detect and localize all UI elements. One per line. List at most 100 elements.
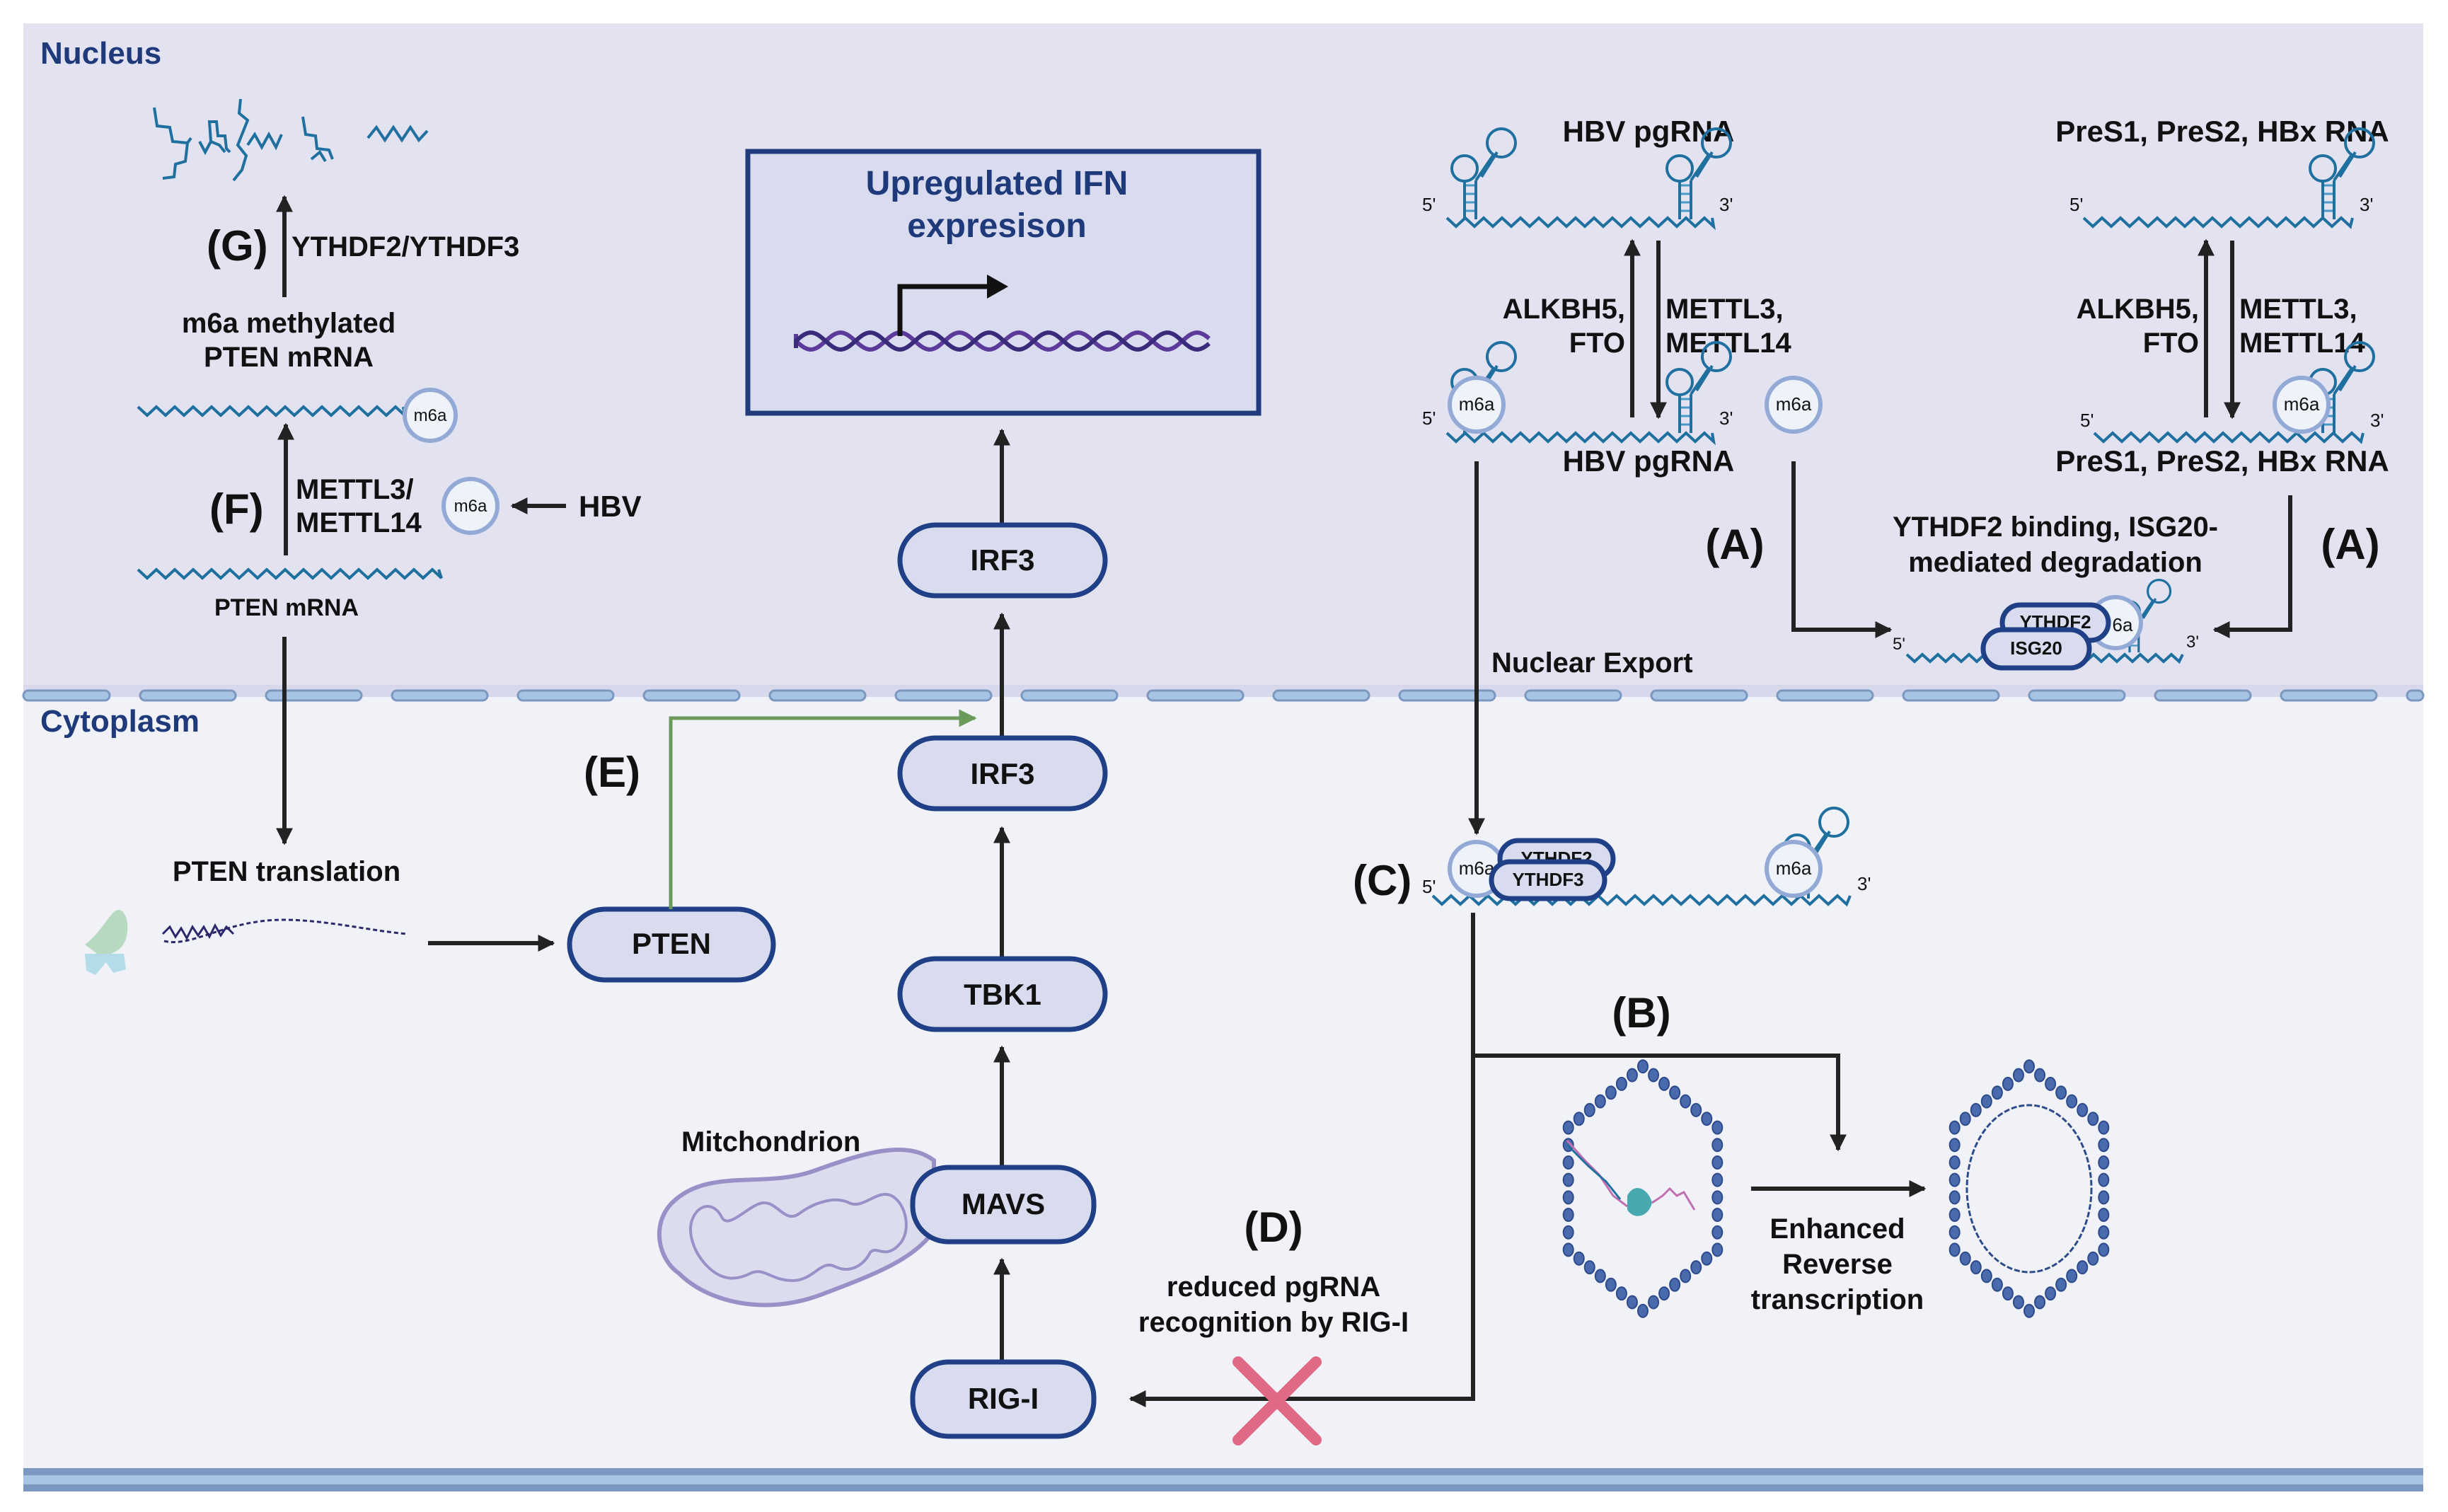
- svg-text:YTHDF3: YTHDF3: [1512, 869, 1583, 890]
- label-f: (F): [209, 485, 264, 533]
- membrane-segment: [768, 689, 867, 702]
- svg-text:m6a: m6a: [1776, 393, 1812, 415]
- ifn-title-line2: expresison: [907, 207, 1086, 245]
- mitochondrion-icon: [657, 1147, 936, 1308]
- pres-rna-bottom-title: PreS1, PreS2, HBx RNA: [2055, 444, 2389, 478]
- svg-text:m6a: m6a: [414, 406, 447, 425]
- eraser-label-1: ALKBH5,: [1503, 294, 1625, 325]
- svg-text:IRF3: IRF3: [970, 543, 1034, 577]
- pres-rna-top-title: PreS1, PreS2, HBx RNA: [2055, 115, 2389, 148]
- degradation-line2: mediated degradation: [1908, 547, 2202, 578]
- hbv-label: HBV: [579, 490, 642, 523]
- arrow-a-pres-to-degradation: [2212, 495, 2292, 638]
- membrane-segment: [516, 689, 615, 702]
- nucleus-label: Nucleus: [40, 36, 161, 71]
- m6a-marker: m6a: [403, 388, 458, 443]
- pten-node[interactable]: PTEN: [567, 906, 776, 983]
- mitochondrion-label: Mitchondrion: [681, 1126, 860, 1158]
- rt-line2: Reverse: [1782, 1249, 1893, 1280]
- g-enzyme-label: YTHDF2/YTHDF3: [291, 231, 519, 262]
- m6a-marker: m6a: [1448, 376, 1506, 434]
- m6a-marker: m6a: [2273, 376, 2331, 434]
- hbv-pgrna-top-title: HBV pgRNA: [1563, 115, 1735, 148]
- five-prime-label: 5': [2069, 194, 2083, 215]
- ifn-title-line1: Upregulated IFN: [866, 165, 1128, 202]
- m6a-marker: m6a: [1765, 840, 1823, 898]
- svg-text:m6a: m6a: [1459, 393, 1495, 415]
- svg-text:PTEN: PTEN: [632, 927, 711, 960]
- svg-text:3': 3': [2186, 633, 2199, 652]
- pten-translation-label: PTEN translation: [173, 856, 400, 887]
- membrane-segment: [1272, 689, 1370, 702]
- svg-text:m6a: m6a: [2284, 393, 2320, 415]
- svg-text:TBK1: TBK1: [964, 978, 1041, 1011]
- m6a-marker: m6a: [441, 477, 500, 535]
- writer-label-2: METTL14: [1665, 328, 1792, 359]
- m6a-methylated-label-1: m6a methylated: [182, 308, 396, 339]
- f-enzyme-label-1: METTL3/: [296, 474, 414, 505]
- membrane-segment: [1398, 689, 1496, 702]
- ifn-expression-box: Upregulated IFN expresison: [745, 149, 1261, 416]
- membrane-segment: [1524, 689, 1622, 702]
- stem-loop-icon: [1450, 127, 1517, 219]
- svg-text:m6a: m6a: [1459, 858, 1495, 879]
- membrane-segment: [1776, 689, 1874, 702]
- membrane-segment: [139, 689, 237, 702]
- methylated-pten-mrna: [137, 405, 407, 420]
- svg-text:5': 5': [1893, 635, 1905, 654]
- svg-text:ISG20: ISG20: [2010, 637, 2062, 659]
- arrow-e-pten-to-irf3: [669, 709, 977, 909]
- membrane-segment: [2154, 689, 2252, 702]
- label-e: (E): [584, 749, 640, 796]
- pres-rna-unmethylated: [2082, 216, 2354, 229]
- three-prime-label: 3': [2360, 194, 2373, 215]
- membrane-segment: [894, 689, 993, 702]
- eraser-label-1: ALKBH5,: [2077, 294, 2199, 325]
- membrane-segment: [2280, 689, 2378, 702]
- membrane-segment: [391, 689, 489, 702]
- membrane-segment: [265, 689, 363, 702]
- plasma-membrane: [23, 1468, 2423, 1491]
- label-a-right: (A): [2321, 521, 2379, 568]
- pten-mrna-label: PTEN mRNA: [214, 594, 359, 621]
- degraded-rna-fragments-icon: [153, 98, 283, 182]
- capsid-dna-icon: [1948, 1059, 2110, 1318]
- pres-rna-methylated: [2093, 431, 2365, 444]
- pten-mrna: [137, 567, 443, 580]
- mavs-node[interactable]: MAVS: [910, 1165, 1097, 1245]
- stem-loop-icon: [2309, 127, 2375, 219]
- membrane-segment: [1020, 689, 1119, 702]
- five-prime-label: 5': [1422, 194, 1436, 215]
- irf3-cytoplasm-node[interactable]: IRF3: [897, 735, 1108, 812]
- stem-loop-icon: [1665, 127, 1732, 219]
- m6a-marker: m6a: [1765, 376, 1823, 434]
- five-prime-label: 5': [1422, 408, 1436, 429]
- stem-loop-icon: [1665, 341, 1732, 433]
- label-a-left: (A): [1705, 521, 1764, 568]
- writer-label-1: METTL3,: [1665, 294, 1784, 325]
- membrane-segment: [2406, 689, 2425, 702]
- degradation-line1: YTHDF2 binding, ISG20-: [1893, 512, 2218, 543]
- three-prime-label: 3': [1719, 194, 1733, 215]
- irf3-nucleus-node[interactable]: IRF3: [897, 522, 1108, 599]
- cytoplasm-label: Cytoplasm: [40, 704, 200, 739]
- tbk1-node[interactable]: TBK1: [897, 956, 1108, 1032]
- hbv-pgrna-unmethylated: [1445, 216, 1716, 231]
- membrane-segment: [642, 689, 741, 702]
- arrow-a-pgrna-to-degradation: [1791, 461, 1893, 638]
- rig-i-block-line2: recognition by RIG-I: [1138, 1307, 1409, 1338]
- writer-label-1: METTL3,: [2239, 294, 2357, 325]
- eraser-label-2: FTO: [2143, 328, 2199, 359]
- isg20-protein: ISG20: [1980, 627, 2092, 671]
- membrane-segment: [1146, 689, 1245, 702]
- capsid-pgrna-icon: [1562, 1059, 1724, 1318]
- svg-text:IRF3: IRF3: [970, 757, 1034, 790]
- rig-i-node[interactable]: RIG-I: [910, 1359, 1097, 1439]
- svg-text:MAVS: MAVS: [962, 1187, 1045, 1220]
- degradation-complex: 5' 3' 6a YTHDF2 ISG20: [1893, 578, 2199, 671]
- membrane-segment: [1650, 689, 1748, 702]
- ythdf3-protein: YTHDF3: [1489, 859, 1607, 901]
- label-d: (D): [1244, 1204, 1303, 1251]
- rig-i-block-line1: reduced pgRNA: [1167, 1271, 1380, 1303]
- dna-promoter-icon: [794, 275, 1211, 352]
